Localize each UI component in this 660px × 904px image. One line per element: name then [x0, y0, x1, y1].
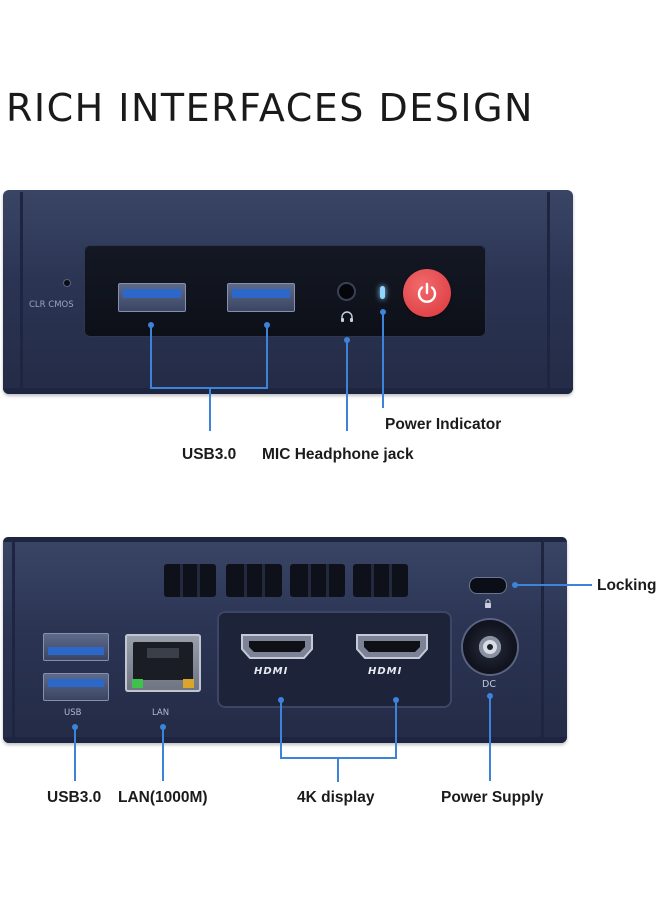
lan-port[interactable] [125, 634, 201, 692]
vent [226, 564, 282, 597]
rear-top-edge [3, 537, 567, 542]
hdmi-port-1[interactable] [240, 632, 314, 660]
label-rear-usb: USB3.0 [47, 789, 102, 806]
label-mic-headphone: MIC Headphone jack [262, 446, 414, 463]
dc-ring [479, 636, 501, 658]
callout-line [266, 325, 268, 388]
vent [290, 564, 345, 597]
lan-led-green [132, 679, 143, 688]
rear-usb-port-1[interactable] [43, 633, 109, 661]
vent-rib [389, 564, 392, 597]
lan-contacts [147, 648, 179, 658]
callout-line [515, 584, 592, 586]
callout-line [395, 700, 397, 758]
lock-icon [485, 599, 491, 608]
rear-usb-port-2[interactable] [43, 673, 109, 701]
rear-edge-right [541, 540, 544, 740]
dc-text: DC [482, 679, 496, 690]
audio-jack[interactable] [339, 284, 354, 299]
vent-rib [326, 564, 329, 597]
vent [353, 564, 408, 597]
usb-tongue [123, 289, 181, 298]
usb-tongue [48, 647, 104, 655]
dc-jack[interactable] [463, 620, 517, 674]
callout-line [382, 312, 384, 408]
front-base [3, 388, 573, 394]
front-edge-right [547, 192, 550, 392]
lan-socket [133, 642, 193, 680]
usb-tongue [48, 679, 104, 687]
headphone-icon [341, 311, 353, 322]
clr-cmos-hole[interactable] [64, 280, 70, 286]
callout-line [74, 727, 76, 781]
callout-line [150, 325, 152, 388]
power-button[interactable] [403, 269, 451, 317]
callout-line [489, 696, 491, 781]
vent-rib [197, 564, 200, 597]
lan-text: LAN [152, 708, 170, 718]
hdmi-logo-1: HDMI [254, 666, 289, 677]
rear-edge-left [12, 540, 15, 740]
vent [164, 564, 216, 597]
power-indicator-led [380, 286, 385, 299]
label-4k-display: 4K display [297, 789, 375, 806]
label-power-supply: Power Supply [441, 789, 544, 806]
hdmi-port-2[interactable] [355, 632, 429, 660]
rear-base [3, 737, 567, 743]
vent-rib [262, 564, 265, 597]
vent-rib [371, 564, 374, 597]
vent-rib [308, 564, 311, 597]
callout-line [162, 727, 164, 781]
vent-rib [180, 564, 183, 597]
vent-rib [244, 564, 247, 597]
power-icon [417, 282, 437, 303]
lock-slot[interactable] [470, 578, 506, 593]
front-usb-port-2[interactable] [227, 283, 295, 312]
callout-line [337, 757, 339, 782]
label-front-usb: USB3.0 [182, 446, 237, 463]
hdmi-panel [217, 611, 452, 708]
front-edge-left [20, 192, 23, 392]
dc-pin [487, 644, 493, 650]
rear-usb-text: USB [64, 708, 82, 718]
hdmi-port-shape [241, 634, 313, 659]
usb-tongue [232, 289, 290, 298]
callout-line [209, 387, 211, 431]
label-lan: LAN(1000M) [118, 789, 208, 806]
hdmi-logo-2: HDMI [368, 666, 403, 677]
lan-led-amber [183, 679, 194, 688]
callout-line [346, 340, 348, 431]
front-usb-port-1[interactable] [118, 283, 186, 312]
clr-cmos-label: CLR CMOS [29, 300, 74, 310]
headline: RICH INTERFACES DESIGN [6, 86, 534, 130]
callout-line [280, 700, 282, 758]
label-power-indicator: Power Indicator [385, 416, 502, 433]
label-locking: Locking [597, 577, 657, 594]
hdmi-port-shape [356, 634, 428, 659]
